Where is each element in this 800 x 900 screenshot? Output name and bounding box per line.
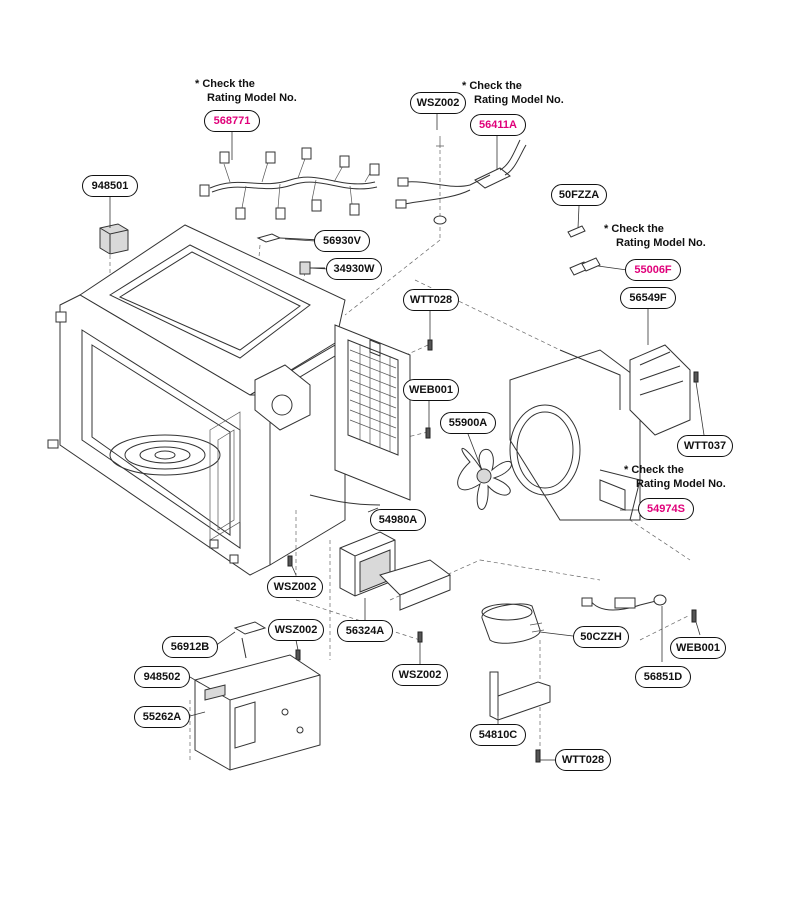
wire-54980A-drawing: [309, 494, 381, 506]
callout-web001-low: WEB001: [670, 637, 726, 659]
callout-55006f: 55006F: [625, 259, 681, 281]
note-line: * Check the: [624, 464, 684, 476]
bracket-drawing: [489, 671, 551, 721]
power-cord-drawing: [395, 136, 527, 225]
bottom-assembly-drawing: [194, 621, 321, 771]
rear-vent-panel-drawing: [334, 324, 411, 501]
callout-web001-mid: WEB001: [403, 379, 459, 401]
callout-wtt028-bottom: WTT028: [555, 749, 611, 771]
callout-50czzh: 50CZZH: [573, 626, 629, 648]
note-line: * Check the: [462, 80, 522, 92]
note-check-rating-2: * Check the Rating Model No.: [462, 79, 564, 107]
callout-34930w: 34930W: [326, 258, 382, 280]
callout-56549f: 56549F: [620, 287, 676, 309]
callout-568771: 568771: [204, 110, 260, 132]
block-948501-drawing: [99, 223, 129, 255]
leader-lines: [109, 112, 705, 761]
callout-948501: 948501: [82, 175, 138, 197]
note-check-rating-3: * Check the Rating Model No.: [604, 222, 706, 250]
fan-and-duct-drawing: [457, 349, 641, 521]
diode-drawing: [581, 594, 667, 611]
callout-54810c: 54810C: [470, 724, 526, 746]
note-line: * Check the: [195, 78, 255, 90]
note-line: Rating Model No.: [207, 92, 297, 104]
callout-wsz002-low: WSZ002: [268, 619, 324, 641]
callout-50fzza: 50FZZA: [551, 184, 607, 206]
capacitor-drawing: [481, 603, 545, 644]
oven-cavity-drawing: [47, 224, 346, 576]
callout-wsz002-bottom: WSZ002: [392, 664, 448, 686]
callout-56411a: 56411A: [470, 114, 526, 136]
note-check-rating-4: * Check the Rating Model No.: [624, 463, 726, 491]
callout-55262a: 55262A: [134, 706, 190, 728]
callout-56324a: 56324A: [337, 620, 393, 642]
callout-56912b: 56912B: [162, 636, 218, 658]
callout-948502: 948502: [134, 666, 190, 688]
callout-56930v: 56930V: [314, 230, 370, 252]
callout-wsz002-mid: WSZ002: [267, 576, 323, 598]
note-check-rating-1: * Check the Rating Model No.: [195, 77, 297, 105]
note-line: Rating Model No.: [616, 237, 706, 249]
callout-wsz002-top: WSZ002: [410, 92, 466, 114]
note-line: * Check the: [604, 223, 664, 235]
callout-wtt037: WTT037: [677, 435, 733, 457]
screws-drawing: [287, 339, 699, 763]
callout-55900a: 55900A: [440, 412, 496, 434]
transformer-drawing: [339, 531, 452, 611]
note-line: Rating Model No.: [636, 478, 726, 490]
callout-wtt028-top: WTT028: [403, 289, 459, 311]
thermal-part-drawing: [629, 308, 691, 436]
callout-56851d: 56851D: [635, 666, 691, 688]
callout-54974s: 54974S: [638, 498, 694, 520]
callout-54980a: 54980A: [370, 509, 426, 531]
switch-parts-drawing: [254, 233, 325, 431]
note-line: Rating Model No.: [474, 94, 564, 106]
fuse-drawing: [567, 225, 601, 276]
wire-harness-drawing: [199, 147, 380, 220]
